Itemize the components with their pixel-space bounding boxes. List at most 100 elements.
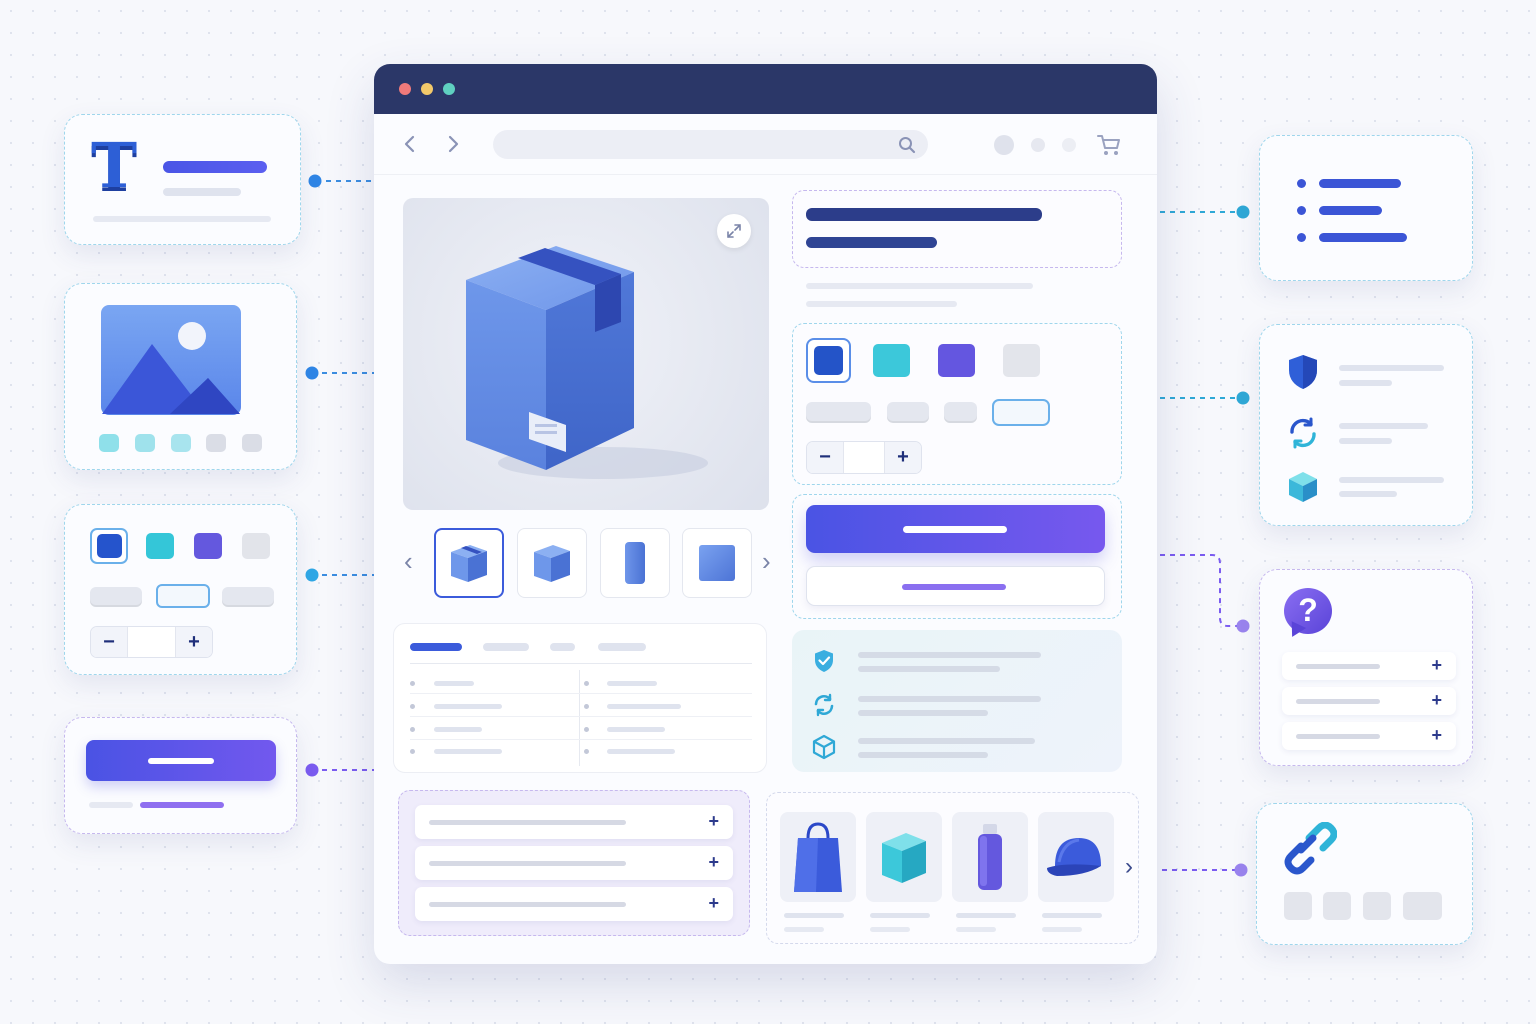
product-title-line	[806, 208, 1042, 221]
tab[interactable]	[550, 643, 575, 651]
accordion-item[interactable]: +	[415, 846, 733, 880]
trust-badges-panel	[792, 630, 1122, 772]
plus-icon[interactable]: +	[708, 852, 719, 872]
maximize-window-icon[interactable]	[443, 83, 455, 95]
quantity-stepper[interactable]: − +	[90, 626, 213, 658]
cube-icon	[1289, 472, 1317, 502]
accordion-panel: + + +	[398, 790, 750, 936]
product-card[interactable]	[952, 812, 1028, 902]
product-card[interactable]	[866, 812, 942, 902]
expand-button[interactable]	[717, 214, 751, 248]
box-thumb-icon	[451, 545, 487, 582]
swatch-teal[interactable]	[873, 344, 910, 377]
buy-now-button[interactable]	[806, 566, 1105, 606]
size-option[interactable]	[90, 587, 142, 607]
recommended-products-panel: ›	[766, 792, 1139, 944]
thumbnail-item[interactable]	[517, 528, 587, 598]
shield-check-icon	[815, 650, 833, 672]
faq-item[interactable]: +	[1282, 652, 1456, 680]
plus-icon[interactable]: +	[1431, 725, 1442, 745]
secondary-link[interactable]	[140, 802, 224, 808]
minimize-window-icon[interactable]	[421, 83, 433, 95]
product-card[interactable]	[1038, 812, 1114, 902]
text-format-icon: T	[91, 129, 138, 202]
product-name-line	[784, 913, 844, 918]
tab[interactable]	[483, 643, 529, 651]
secondary-line	[89, 802, 133, 808]
thumb-swatch[interactable]	[171, 434, 191, 452]
swatch-grey[interactable]	[242, 533, 270, 559]
share-component-card	[1256, 803, 1473, 945]
plus-icon[interactable]: +	[708, 893, 719, 913]
size-option[interactable]	[944, 402, 977, 423]
quantity-input[interactable]	[843, 442, 885, 473]
carousel-next-button[interactable]: ›	[1125, 853, 1133, 880]
swatch-selected-ring[interactable]	[90, 528, 128, 564]
plus-icon[interactable]: +	[1431, 690, 1442, 710]
quantity-input[interactable]	[127, 627, 176, 657]
thumbnail-item[interactable]	[600, 528, 670, 598]
product-box-image	[466, 246, 708, 479]
purchase-actions-panel	[792, 494, 1122, 619]
product-hero-image[interactable]	[403, 198, 769, 510]
thumb-swatch[interactable]	[135, 434, 155, 452]
tab[interactable]	[598, 643, 646, 651]
size-option[interactable]	[806, 402, 871, 423]
connector-faq	[1130, 554, 1242, 627]
swatch-selected-ring[interactable]	[806, 338, 851, 383]
faq-item[interactable]: +	[1282, 687, 1456, 715]
body-line	[93, 216, 271, 222]
thumbnail-next-button[interactable]: ›	[762, 546, 771, 576]
thumb-swatch[interactable]	[242, 434, 262, 452]
cap-product-icon	[1047, 838, 1101, 876]
size-option[interactable]	[222, 587, 274, 607]
size-option-selected[interactable]	[156, 584, 210, 608]
primary-cta-button[interactable]	[86, 740, 276, 781]
share-option[interactable]	[1284, 892, 1312, 920]
thumbnail-item[interactable]	[682, 528, 752, 598]
product-card[interactable]	[780, 812, 856, 902]
share-option[interactable]	[1363, 892, 1391, 920]
close-window-icon[interactable]	[399, 83, 411, 95]
add-to-cart-button[interactable]	[806, 505, 1105, 553]
increment-button[interactable]: +	[885, 442, 921, 473]
shopping-bag-icon	[794, 822, 842, 892]
thumb-swatch[interactable]	[99, 434, 119, 452]
decrement-button[interactable]: −	[807, 442, 843, 473]
swatch-blue[interactable]	[814, 346, 843, 375]
refresh-icon	[814, 693, 834, 717]
toolbar-dot[interactable]	[1062, 138, 1076, 152]
quantity-stepper[interactable]: − +	[806, 441, 922, 474]
toolbar-avatar[interactable]	[994, 135, 1014, 155]
thumbnail-item-selected[interactable]	[434, 528, 504, 598]
product-subtitle-line	[806, 237, 937, 248]
chevron-right-icon[interactable]	[445, 134, 461, 154]
search-icon[interactable]	[898, 136, 916, 154]
cart-icon[interactable]	[1096, 133, 1122, 157]
accordion-item[interactable]: +	[415, 805, 733, 839]
faq-item[interactable]: +	[1282, 722, 1456, 750]
toolbar-dot[interactable]	[1031, 138, 1045, 152]
plus-icon[interactable]: +	[708, 811, 719, 831]
increment-button[interactable]: +	[176, 627, 212, 657]
swatch-teal[interactable]	[146, 533, 174, 559]
address-bar[interactable]	[493, 130, 928, 159]
share-option[interactable]	[1323, 892, 1351, 920]
share-option[interactable]	[1403, 892, 1442, 920]
swatch-violet[interactable]	[194, 533, 222, 559]
plus-icon[interactable]: +	[1431, 655, 1442, 675]
tab-active[interactable]	[410, 643, 462, 651]
thumbnail-prev-button[interactable]: ‹	[404, 546, 413, 576]
refresh-icon	[1290, 417, 1316, 449]
size-option[interactable]	[887, 402, 929, 423]
expand-icon	[727, 224, 741, 238]
thumbnail-strip: ‹ ›	[404, 528, 771, 600]
swatch-violet[interactable]	[938, 344, 975, 377]
decrement-button[interactable]: −	[91, 627, 127, 657]
swatch-blue[interactable]	[97, 534, 122, 558]
chevron-left-icon[interactable]	[402, 134, 418, 154]
thumb-swatch[interactable]	[206, 434, 226, 452]
size-option-selected[interactable]	[992, 399, 1050, 426]
accordion-item[interactable]: +	[415, 887, 733, 921]
swatch-grey[interactable]	[1003, 344, 1040, 377]
